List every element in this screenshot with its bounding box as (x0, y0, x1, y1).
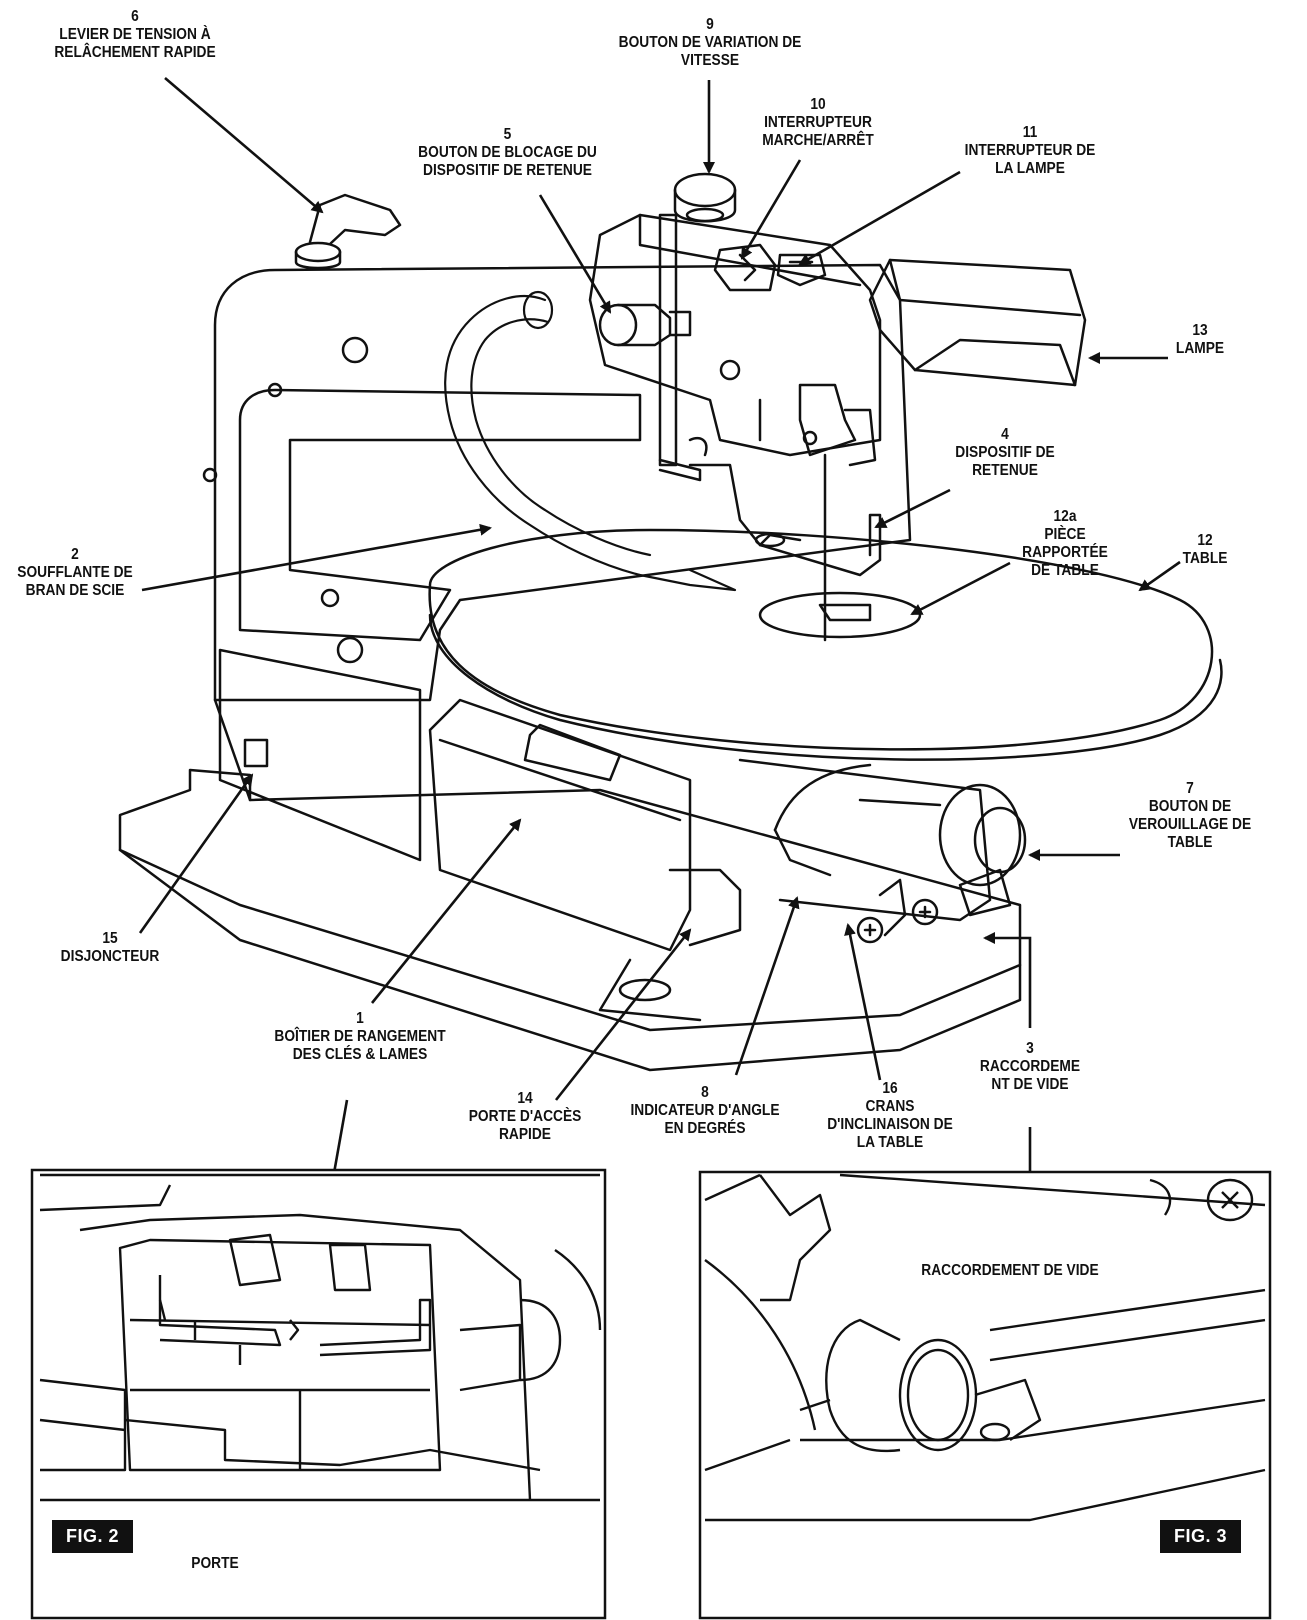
fig3-badge: FIG. 3 (1160, 1520, 1242, 1553)
holddown-knob (598, 213, 708, 482)
callout-breaker: 15 DISJONCTEUR (50, 930, 170, 966)
dust-blower (444, 290, 737, 592)
callout-holddown: 4 DISPOSITIF DE RETENUE (945, 426, 1065, 480)
saw-base (118, 768, 1022, 1072)
fig2-badge: FIG. 2 (52, 1520, 134, 1553)
callout-number: 4 (1001, 426, 1009, 443)
callout-text: INTERRUPTEUR MARCHE/ARRÊT (762, 114, 874, 149)
callout-text: BOÎTIER DE RANGEMENT DES CLÉS & LAMES (274, 1028, 446, 1063)
tension-lever (294, 193, 402, 270)
callout-number: 13 (1192, 322, 1208, 339)
callout-number: 6 (131, 8, 139, 25)
callout-text: BOUTON DE BLOCAGE DU DISPOSITIF DE RETEN… (418, 144, 597, 179)
saw-table (428, 528, 1223, 761)
callout-text: CRANS D'INCLINAISON DE LA TABLE (827, 1098, 953, 1151)
storage-box (428, 698, 742, 952)
callout-number: 14 (517, 1090, 533, 1107)
callout-holddown-knob: 5 BOUTON DE BLOCAGE DU DISPOSITIF DE RET… (411, 126, 605, 180)
callout-number: 9 (706, 16, 714, 33)
callout-number: 12 (1197, 532, 1213, 549)
callout-number: 3 (1026, 1040, 1034, 1057)
callout-number: 10 (810, 96, 826, 113)
callout-table: 12 TABLE (1175, 532, 1235, 568)
vacuum-port (958, 868, 1012, 917)
saw-frame (202, 263, 912, 862)
callout-bevel-indicator: 8 INDICATEUR D'ANGLE EN DEGRÉS (628, 1084, 783, 1138)
tilt-assembly (738, 758, 1027, 944)
speed-knob (673, 172, 737, 223)
callout-text: DISPOSITIF DE RETENUE (955, 444, 1055, 479)
callout-tension-lever: 6 LEVIER DE TENSION À RELÂCHEMENT RAPIDE (49, 8, 221, 62)
callout-number: 16 (882, 1080, 898, 1097)
callout-vacuum: 3 RACCORDEME NT DE VIDE (970, 1040, 1090, 1094)
callout-text: PORTE D'ACCÈS RAPIDE (468, 1108, 582, 1143)
callout-text: DISJONCTEUR (60, 948, 160, 965)
callout-storage-box: 1 BOÎTIER DE RANGEMENT DES CLÉS & LAMES (265, 1010, 454, 1064)
callout-table-insert: 12a PIÈCE RAPPORTÉE DE TABLE (1001, 508, 1130, 580)
callout-number: 2 (71, 546, 79, 563)
callout-text: PIÈCE RAPPORTÉE DE TABLE (1022, 526, 1108, 579)
callout-text: RACCORDEME NT DE VIDE (979, 1058, 1081, 1093)
callout-number: 8 (701, 1084, 709, 1101)
callout-text: INDICATEUR D'ANGLE EN DEGRÉS (630, 1102, 780, 1137)
callout-dust-blower: 2 SOUFFLANTE DE BRAN DE SCIE (15, 546, 135, 600)
callout-number: 1 (356, 1010, 364, 1027)
callout-number: 11 (1022, 124, 1038, 141)
callout-text: BOUTON DE VARIATION DE VITESSE (618, 34, 802, 69)
callout-text: LAMPE (1175, 340, 1225, 357)
callout-table-lock: 7 BOUTON DE VEROUILLAGE DE TABLE (1126, 780, 1255, 852)
blade-clamp (798, 383, 877, 642)
callout-text: TABLE (1182, 550, 1228, 567)
callout-text: LEVIER DE TENSION À RELÂCHEMENT RAPIDE (54, 26, 216, 61)
callout-number: 7 (1186, 780, 1194, 797)
fig3-panel (698, 1170, 1272, 1620)
callout-text: BOUTON DE VEROUILLAGE DE TABLE (1128, 798, 1252, 851)
lamp-switch (776, 253, 827, 287)
callout-text: SOUFFLANTE DE BRAN DE SCIE (17, 564, 133, 599)
callout-number: 12a (1053, 508, 1077, 525)
power-switch (713, 243, 777, 292)
callout-lamp-switch: 11 INTERRUPTEUR DE LA LAMPE (953, 124, 1108, 178)
holddown-arm (688, 463, 882, 577)
callout-speed-knob: 9 BOUTON DE VARIATION DE VITESSE (607, 16, 813, 70)
callout-number: 5 (503, 126, 512, 143)
callout-access-door: 14 PORTE D'ACCÈS RAPIDE (456, 1090, 594, 1144)
callout-number: 15 (102, 930, 118, 947)
lamp (868, 258, 1087, 387)
callout-lamp: 13 LAMPE (1166, 322, 1235, 358)
callout-power-switch: 10 INTERRUPTEUR MARCHE/ARRÊT (758, 96, 878, 150)
callout-tilt-detents: 16 CRANS D'INCLINAISON DE LA TABLE (817, 1080, 963, 1152)
callout-text: INTERRUPTEUR DE LA LAMPE (964, 142, 1096, 177)
fig3-vacuum-label: RACCORDEMENT DE VIDE (921, 1262, 1099, 1279)
fig2-door-label: PORTE (191, 1555, 239, 1572)
